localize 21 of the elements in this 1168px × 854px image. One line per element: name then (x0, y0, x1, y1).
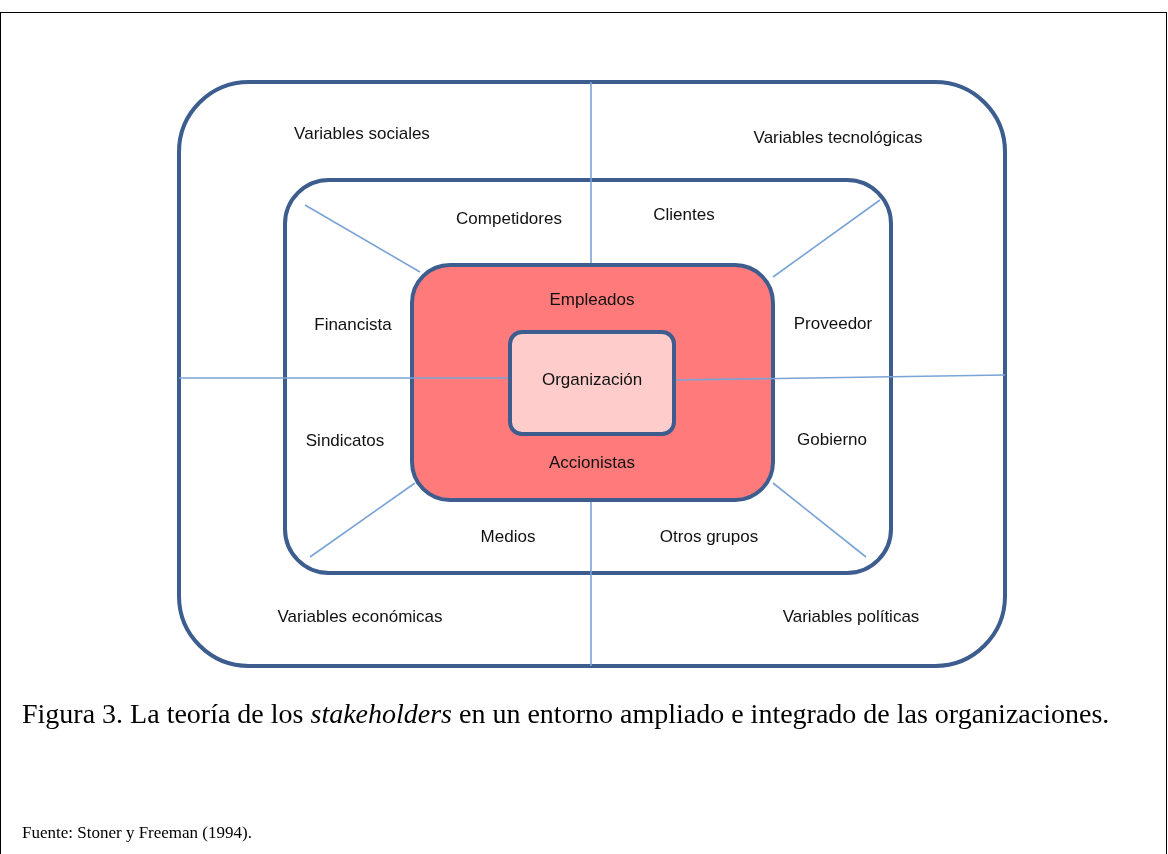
organization-box (508, 330, 676, 436)
stakeholder-label: Competidores (456, 208, 562, 231)
source-note: Fuente: Stoner y Freeman (1994). (22, 822, 252, 844)
stakeholder-label: Empleados (549, 289, 635, 312)
stakeholder-label: Gobierno (797, 429, 867, 452)
stakeholder-label: Variables económicas (277, 606, 443, 629)
stakeholder-label: Otros grupos (659, 526, 759, 549)
stakeholder-label: Medios (480, 526, 536, 549)
figure-caption: Figura 3. La teoría de los stakeholders en un entorno ampliado e integrado de las organizaciones. (22, 697, 1111, 731)
stakeholder-label: Variables tecnológicas (753, 127, 923, 150)
stakeholder-label: Variables políticas (782, 606, 920, 629)
stakeholder-label: Clientes (653, 204, 715, 227)
environment-box (177, 80, 1007, 668)
stakeholder-label: Sindicatos (305, 430, 385, 453)
internal-box (410, 263, 775, 502)
stakeholder-label: Accionistas (549, 452, 635, 475)
stakeholder-box (283, 178, 893, 575)
stakeholder-label: Organización (541, 369, 643, 392)
stakeholder-label: Variables sociales (294, 123, 430, 146)
stakeholder-label: Proveedor (793, 313, 873, 336)
stakeholder-label: Financista (314, 314, 392, 337)
